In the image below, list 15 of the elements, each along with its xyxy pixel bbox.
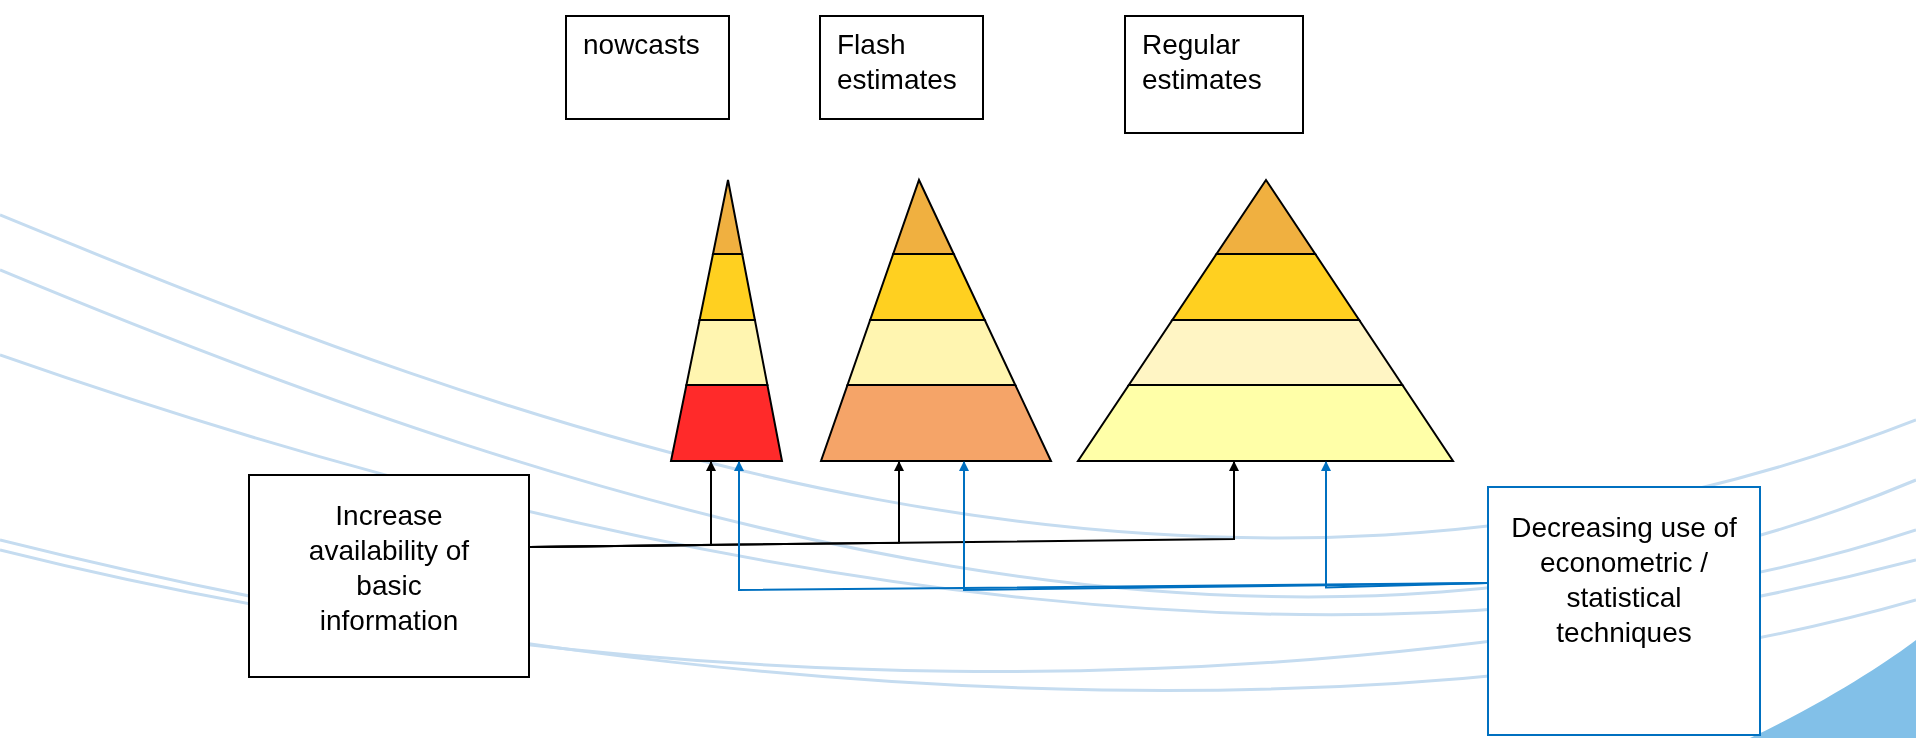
box-label: Increase availability of basic information: [307, 499, 471, 638]
text-box: [248, 474, 530, 678]
layered-pyramid: [819, 178, 1053, 463]
text-box: [565, 15, 730, 120]
arrow: [1321, 461, 1488, 589]
box-label: nowcasts: [583, 28, 701, 62]
text-box: [1124, 15, 1304, 134]
box-label: Decreasing use of econometric / statistical techniques: [1510, 511, 1738, 650]
text-box: [1487, 486, 1761, 736]
layered-pyramid: [1076, 178, 1455, 463]
box-label: Flash estimates: [837, 28, 958, 97]
layered-pyramid: [669, 178, 784, 463]
box-label: Regular estimates: [1142, 28, 1263, 97]
text-box: [819, 15, 984, 120]
arrow: [529, 461, 1239, 548]
